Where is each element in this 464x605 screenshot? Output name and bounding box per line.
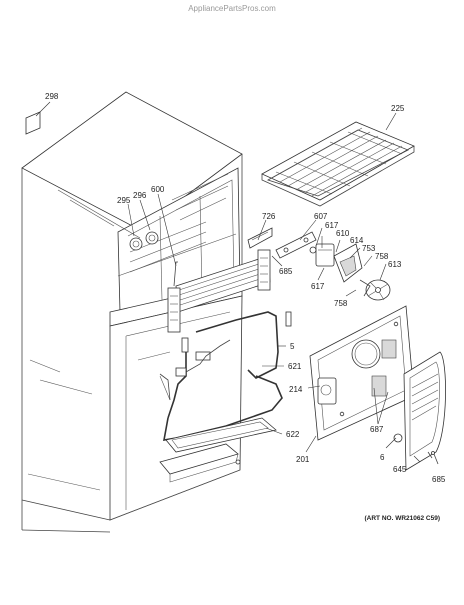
callout-295: 295 xyxy=(117,196,131,205)
callout-225: 225 xyxy=(391,104,405,113)
callout-685-left: 685 xyxy=(279,267,293,276)
part-225-wire-shelf xyxy=(261,121,415,207)
callout-600: 600 xyxy=(151,185,165,194)
callout-614: 614 xyxy=(350,236,364,245)
callout-645: 645 xyxy=(393,465,407,474)
part-645-fan-grille-cover xyxy=(393,351,446,471)
callout-labels: 298 225 600 296 295 726 607 617 610 614 … xyxy=(45,92,446,484)
callout-296: 296 xyxy=(133,191,147,200)
callout-726: 726 xyxy=(262,212,276,221)
part-298-label-sticker xyxy=(25,111,41,135)
callout-613: 613 xyxy=(388,260,402,269)
part-726-bracket xyxy=(247,227,273,249)
callout-758-top: 758 xyxy=(375,252,389,261)
callout-685-right: 685 xyxy=(432,475,446,484)
wiring-harness-connectors xyxy=(175,339,231,377)
callout-6: 6 xyxy=(380,453,385,462)
art-number: (ART NO. WR21062 C59) xyxy=(365,515,441,522)
callout-610: 610 xyxy=(336,229,350,238)
part-214-evaporator-cover xyxy=(309,305,415,441)
leader-lines xyxy=(35,101,421,463)
callout-5: 5 xyxy=(290,342,295,351)
callout-201: 201 xyxy=(296,455,310,464)
callout-298: 298 xyxy=(45,92,59,101)
part-622-drain-pan xyxy=(159,417,277,483)
part-614-motor-mount xyxy=(333,243,363,283)
callout-617-top: 617 xyxy=(325,221,339,230)
callout-607: 607 xyxy=(314,212,328,221)
callout-621: 621 xyxy=(288,362,302,371)
part-758-wire xyxy=(359,279,371,297)
part-610-fan-motor xyxy=(309,243,335,267)
callout-687: 687 xyxy=(370,425,384,434)
callout-753: 753 xyxy=(362,244,376,253)
part-685-screw xyxy=(431,451,439,465)
callout-617-bottom: 617 xyxy=(311,282,325,291)
refrigerator-cabinet xyxy=(21,91,243,533)
callout-214: 214 xyxy=(289,385,303,394)
watermark-text: AppliancePartsPros.com xyxy=(188,4,276,13)
part-295-296-controls xyxy=(129,231,159,251)
part-607-fan-bracket xyxy=(275,231,317,259)
callout-758-bottom: 758 xyxy=(334,299,348,308)
callout-622: 622 xyxy=(286,430,300,439)
part-600-evaporator xyxy=(167,249,271,333)
part-613-fan-blade xyxy=(365,279,391,301)
